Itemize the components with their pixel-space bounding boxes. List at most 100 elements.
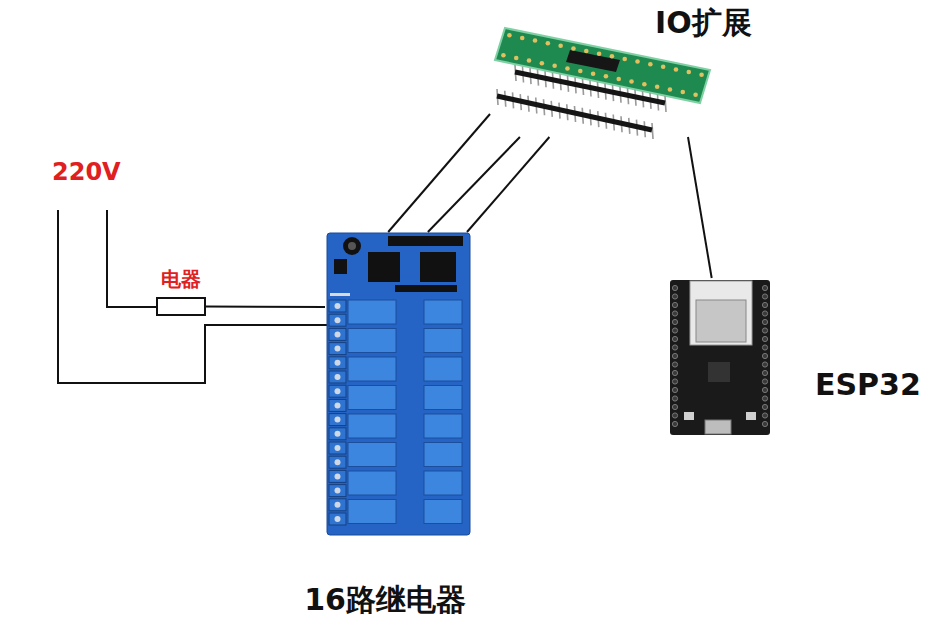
esp-pin <box>762 370 767 375</box>
esp-pin <box>762 362 767 367</box>
terminal-screw <box>335 473 341 479</box>
esp-pin <box>672 353 677 358</box>
esp-pin <box>762 404 767 409</box>
wire <box>467 137 549 232</box>
relay <box>348 443 396 467</box>
terminal-screw <box>335 402 341 408</box>
relay <box>348 500 396 524</box>
terminal-block <box>329 485 346 497</box>
esp-pin <box>672 362 677 367</box>
esp-pin <box>762 311 767 316</box>
io-expander-board <box>495 28 710 139</box>
relay <box>424 500 462 524</box>
pin-hole <box>604 74 609 79</box>
esp-pin <box>672 336 677 341</box>
wire <box>428 137 520 232</box>
pin-hole <box>674 67 679 72</box>
pin-hole <box>520 36 525 41</box>
node-label: 电器 <box>161 267 201 291</box>
terminal-screw <box>335 360 341 366</box>
esp-pin <box>672 285 677 290</box>
esp-pin <box>672 379 677 384</box>
pin-hole <box>610 54 615 59</box>
esp-pin <box>672 413 677 418</box>
pin-hole <box>686 70 691 75</box>
pin-hole <box>558 44 563 49</box>
mains-wire <box>58 210 330 383</box>
esp-pin <box>672 319 677 324</box>
pin-hole <box>699 72 704 77</box>
pin-hole <box>527 58 532 63</box>
relay <box>424 357 462 381</box>
wire <box>205 306 325 309</box>
header-pin <box>665 96 666 112</box>
terminal-block <box>329 385 346 397</box>
pin-hole <box>578 69 583 74</box>
esp-pin <box>672 311 677 316</box>
relay <box>424 471 462 495</box>
wire <box>688 137 712 278</box>
terminal-screw <box>335 346 341 352</box>
pin-hole <box>507 33 512 38</box>
terminal-block <box>329 399 346 411</box>
pin-hole <box>655 85 660 90</box>
terminal-screw <box>335 431 341 437</box>
terminal-screw <box>335 516 341 522</box>
esp-pin <box>672 396 677 401</box>
board-node: IO扩展 <box>490 22 710 137</box>
relay <box>348 386 396 410</box>
terminal-block <box>329 300 346 312</box>
terminal-screw <box>335 417 341 423</box>
terminal-screw <box>335 388 341 394</box>
pin-hole <box>661 65 666 70</box>
relay <box>348 329 396 353</box>
terminal-block <box>329 513 346 525</box>
voltage-label: 220V <box>52 158 121 187</box>
relay <box>424 414 462 438</box>
terminal-screw <box>335 331 341 337</box>
pin-hole <box>629 79 634 84</box>
esp32-board <box>670 280 770 435</box>
pin-hole <box>616 77 621 82</box>
esp-pin <box>672 404 677 409</box>
esp-pin <box>672 345 677 350</box>
terminal-block <box>329 456 346 468</box>
pin-hole <box>514 56 519 61</box>
esp-pin <box>762 421 767 426</box>
esp-pin <box>762 353 767 358</box>
pin-hole <box>597 51 602 56</box>
esp-pin <box>762 379 767 384</box>
esp-pin <box>672 387 677 392</box>
esp-pin <box>762 345 767 350</box>
pin-hole <box>693 92 698 97</box>
pin-hole <box>540 61 545 66</box>
esp-pin <box>762 396 767 401</box>
relay <box>348 414 396 438</box>
pin-hole <box>501 53 506 58</box>
pin-hole <box>642 82 647 87</box>
relay <box>348 357 396 381</box>
esp-pin <box>762 387 767 392</box>
pin-hole <box>635 59 640 64</box>
pin-hole <box>584 49 589 54</box>
terminal-block <box>329 357 346 369</box>
terminal-block <box>329 314 346 326</box>
pin-hole <box>533 38 538 43</box>
pin-hole <box>591 71 596 76</box>
relay <box>348 471 396 495</box>
board-node: 电器 <box>157 298 205 315</box>
esp-pin <box>672 370 677 375</box>
terminal-block <box>329 371 346 383</box>
pin-hole <box>571 46 576 51</box>
node-label: IO扩展 <box>655 5 752 41</box>
relay-board <box>327 233 470 535</box>
pin-header <box>497 96 652 130</box>
pin-hole <box>546 41 551 46</box>
board-node: 16路继电器 <box>325 232 472 537</box>
pin-hole <box>668 87 673 92</box>
esp-pin <box>762 328 767 333</box>
relay <box>424 443 462 467</box>
terminal-block <box>329 328 346 340</box>
